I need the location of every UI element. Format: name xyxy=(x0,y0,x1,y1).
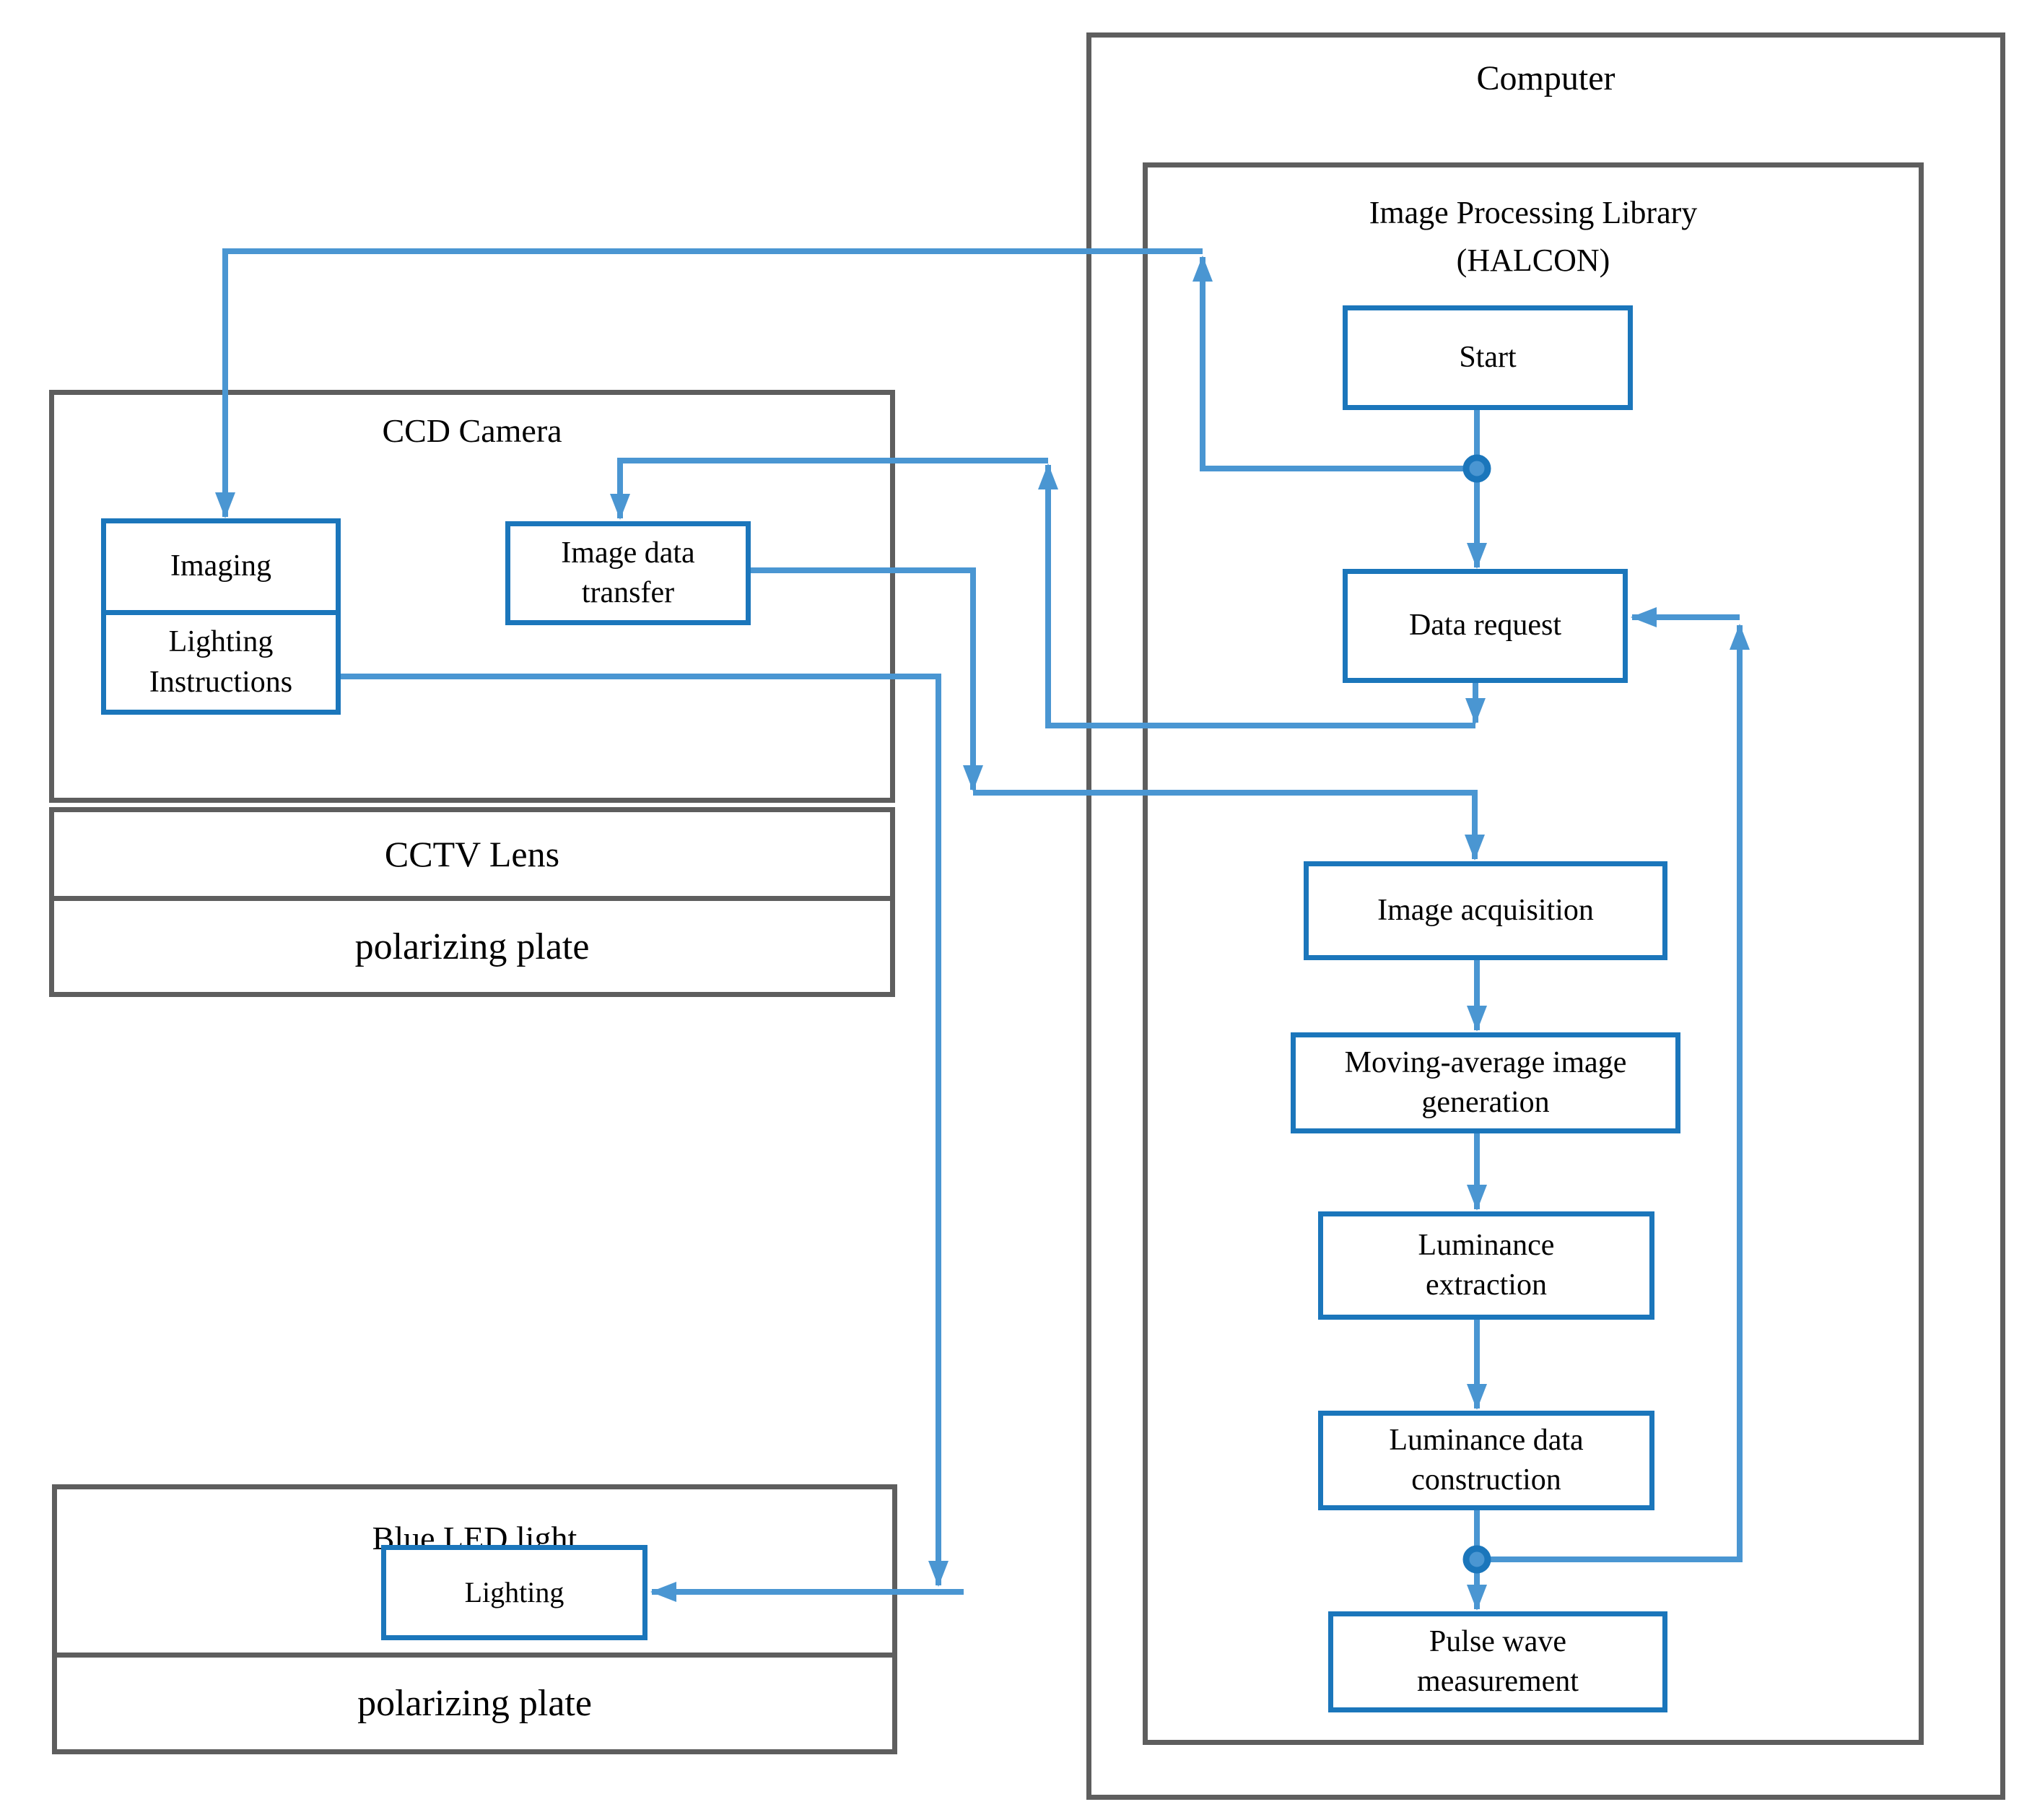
imaging-label: Imaging xyxy=(170,549,271,583)
polarizing-plate-top-bar: polarizing plate xyxy=(49,896,895,997)
polarizing-plate-bottom-label: polarizing plate xyxy=(357,1683,592,1724)
cctv-lens-label: CCTV Lens xyxy=(384,834,560,874)
image-acquisition-box: Image acquisition xyxy=(1304,861,1667,960)
computer-title: Computer xyxy=(1476,59,1615,97)
luminance-extraction-label: Luminance extraction xyxy=(1418,1228,1555,1302)
lighting-box: Lighting xyxy=(381,1545,647,1640)
lighting-instructions-label: Lighting Instructions xyxy=(149,625,293,699)
pulse-wave-box: Pulse wave measurement xyxy=(1328,1611,1667,1712)
cctv-lens-bar: CCTV Lens xyxy=(49,807,895,901)
lighting-label: Lighting xyxy=(464,1575,564,1608)
pulse-wave-label: Pulse wave measurement xyxy=(1417,1624,1579,1698)
image-data-transfer-label: Image data transfer xyxy=(561,536,695,609)
luminance-extraction-box: Luminance extraction xyxy=(1318,1211,1654,1320)
data-request-label: Data request xyxy=(1408,609,1562,643)
moving-average-box: Moving-average image generation xyxy=(1291,1032,1680,1133)
image-acquisition-label: Image acquisition xyxy=(1377,893,1594,927)
moving-average-label: Moving-average image generation xyxy=(1344,1045,1627,1119)
data-request-box: Data request xyxy=(1343,569,1628,683)
lighting-instructions-box: Lighting Instructions xyxy=(101,610,341,715)
start-label: Start xyxy=(1459,340,1517,374)
polarizing-plate-bottom-bar: polarizing plate xyxy=(52,1653,897,1754)
imaging-box: Imaging xyxy=(101,518,341,615)
polarizing-plate-top-label: polarizing plate xyxy=(354,926,590,967)
ccd-camera-title: CCD Camera xyxy=(382,412,562,449)
halcon-library-title: Image Processing Library (HALCON) xyxy=(1369,195,1698,278)
luminance-data-construction-label: Luminance data construction xyxy=(1389,1423,1584,1497)
image-data-transfer-box: Image data transfer xyxy=(505,521,751,625)
start-box: Start xyxy=(1343,305,1633,410)
luminance-data-construction-box: Luminance data construction xyxy=(1318,1411,1654,1510)
